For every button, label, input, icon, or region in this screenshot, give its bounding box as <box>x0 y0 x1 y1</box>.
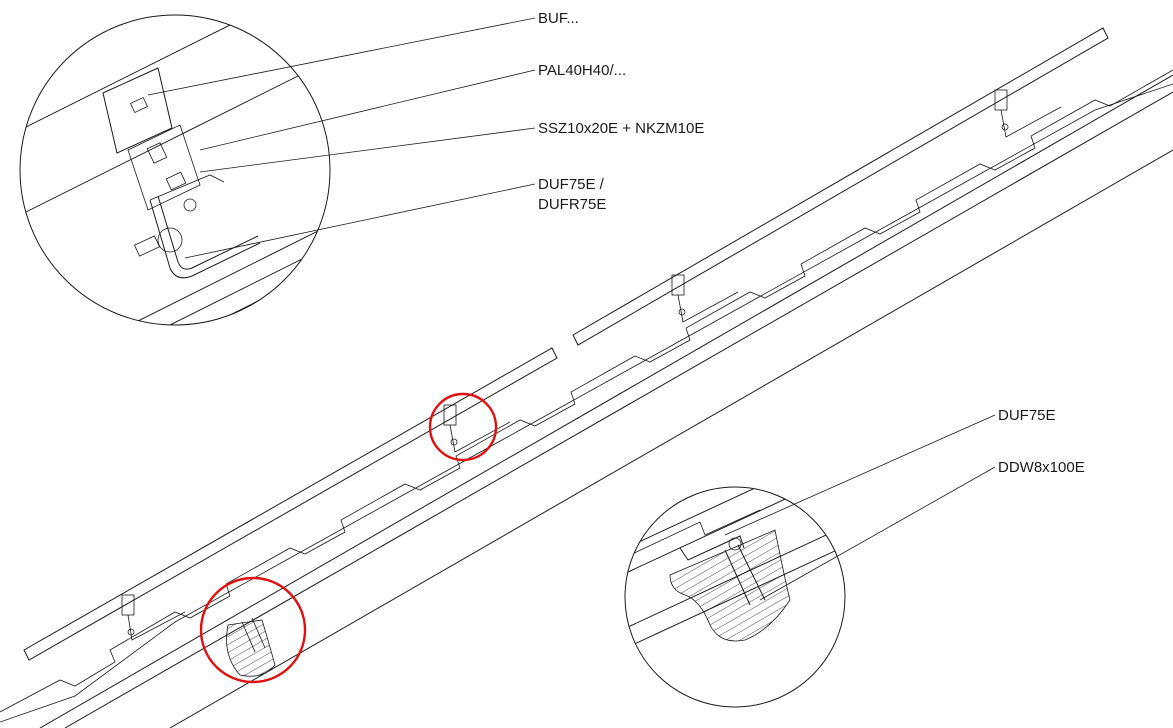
batten-line <box>39 74 1173 728</box>
roof-hook-1 <box>121 594 186 641</box>
roof-hook-4 <box>994 89 1062 138</box>
rafter-line <box>169 149 1173 728</box>
highlight-circle-clamp <box>428 392 498 462</box>
rafter-section <box>226 617 276 677</box>
roof-tiles-lower <box>0 83 1173 723</box>
roof-structure <box>0 27 1173 728</box>
label-ddw8x100e: DDW8x100E <box>998 459 1085 476</box>
leader-lines <box>147 17 996 601</box>
roof-tiles <box>0 69 1173 713</box>
solar-panel-lower <box>23 347 558 661</box>
roof-hook-2 <box>443 404 511 453</box>
label-pal40h40: PAL40H40/... <box>538 62 626 79</box>
label-buf: BUF... <box>538 10 579 27</box>
solar-panel-upper <box>572 27 1109 346</box>
detail-view-anchor <box>624 486 846 708</box>
label-duf75e-line1: DUF75E / <box>538 176 605 193</box>
highlight-circle-anchor <box>199 576 307 684</box>
label-dufr75e-line2: DUFR75E <box>538 196 606 213</box>
roof-hook-3 <box>671 274 739 323</box>
label-ssz-nkzm: SSZ10x20E + NKZM10E <box>538 120 704 137</box>
detail-view-clamp <box>19 14 331 326</box>
label-duf75e: DUF75E <box>998 407 1056 424</box>
